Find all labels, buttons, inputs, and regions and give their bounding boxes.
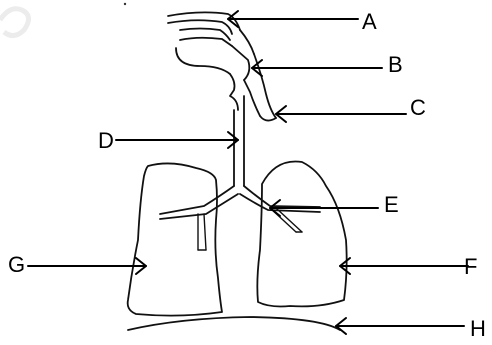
nasal-passage (168, 12, 240, 40)
bronchi (160, 186, 320, 250)
label-e-group: E (270, 192, 399, 217)
label-f-group: F (340, 254, 477, 279)
label-b: B (388, 52, 403, 77)
pharynx (230, 54, 276, 121)
label-a-group: A (228, 9, 377, 34)
label-c-group: C (276, 95, 426, 122)
label-f: F (464, 254, 477, 279)
speck (124, 3, 126, 5)
diaphragm (128, 317, 340, 330)
label-b-group: B (252, 52, 403, 77)
label-h-group: H (336, 316, 486, 341)
label-d-group: D (98, 128, 238, 153)
label-g: G (8, 252, 25, 277)
watermark (0, 9, 29, 36)
label-c: C (410, 95, 426, 120)
label-e: E (384, 192, 399, 217)
label-a: A (362, 9, 377, 34)
right-lung (257, 161, 346, 306)
left-lung (128, 163, 222, 315)
label-d: D (98, 128, 114, 153)
oral-cavity (176, 30, 254, 80)
label-g-group: G (8, 252, 146, 277)
label-h: H (470, 316, 486, 341)
